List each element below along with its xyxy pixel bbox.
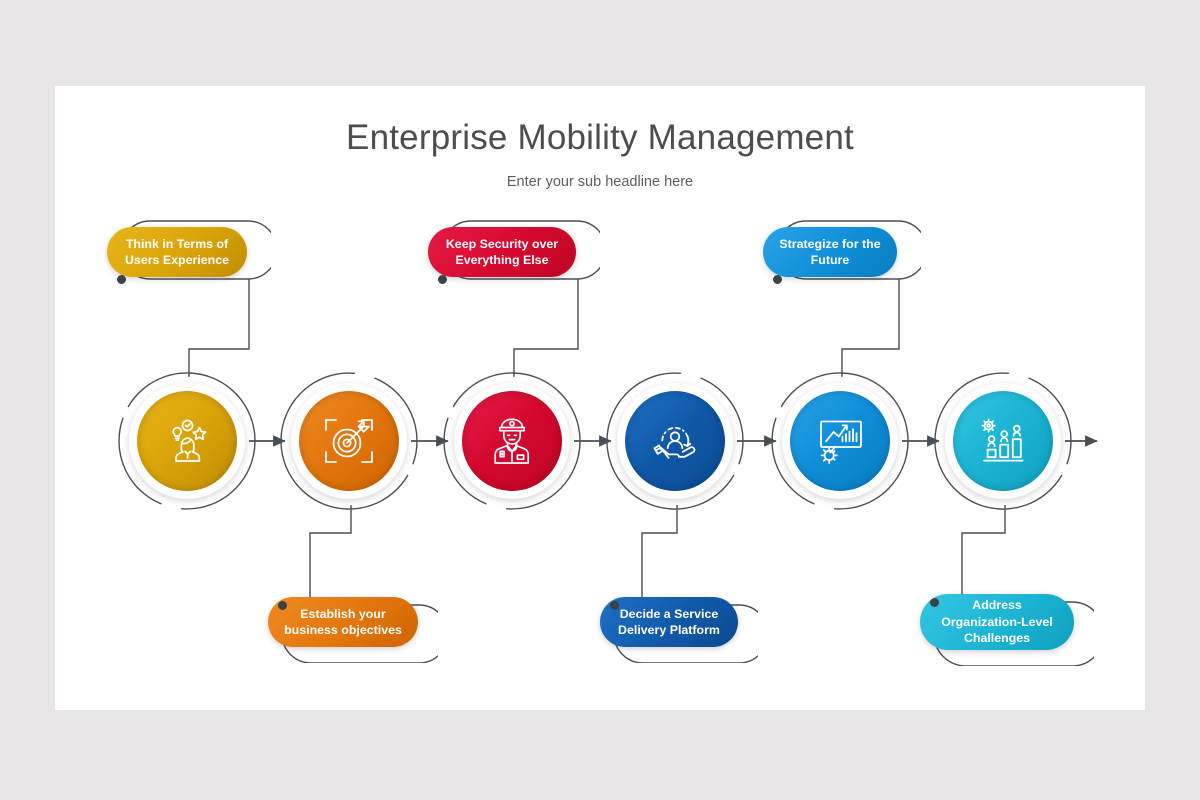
page-title: Enterprise Mobility Management xyxy=(346,118,854,157)
step-circle-disc xyxy=(953,391,1053,491)
step-label-text: Address Organization-Level Challenges xyxy=(941,598,1053,646)
analytics-gear-icon xyxy=(790,391,890,491)
connector-dot xyxy=(772,274,782,284)
step-label-pill[interactable]: Keep Security over Everything Else xyxy=(428,227,576,277)
step-circle-disc xyxy=(462,391,562,491)
step-connector xyxy=(188,279,250,377)
page-subtitle: Enter your sub headline here xyxy=(506,174,694,190)
step-circle-1[interactable] xyxy=(129,383,245,499)
step-connector xyxy=(513,279,579,377)
connector-dot xyxy=(929,597,939,607)
step-connector xyxy=(641,505,678,605)
step-label-pill[interactable]: Establish your business objectives xyxy=(268,597,418,647)
step-circle-disc xyxy=(790,391,890,491)
target-focus-icon xyxy=(299,391,399,491)
step-label-text: Decide a Service Delivery Platform xyxy=(618,606,720,637)
connector-dot xyxy=(277,600,287,610)
step-label-pill[interactable]: Strategize for the Future xyxy=(763,227,897,277)
growth-people-chart-icon xyxy=(953,391,1053,491)
step-label-1[interactable]: Think in Terms of Users Experience xyxy=(107,219,271,291)
step-label-2[interactable]: Establish your business objectives xyxy=(264,591,438,663)
step-circle-6[interactable] xyxy=(945,383,1061,499)
service-delivery-icon xyxy=(625,391,725,491)
step-label-text: Keep Security over Everything Else xyxy=(445,236,559,267)
step-connector xyxy=(309,505,352,605)
step-circle-3[interactable] xyxy=(454,383,570,499)
step-label-text: Strategize for the Future xyxy=(779,236,881,267)
step-circle-2[interactable] xyxy=(291,383,407,499)
step-circle-5[interactable] xyxy=(782,383,898,499)
step-label-text: Think in Terms of Users Experience xyxy=(124,236,229,267)
step-label-pill[interactable]: Decide a Service Delivery Platform xyxy=(600,597,738,647)
step-label-3[interactable]: Keep Security over Everything Else xyxy=(428,219,600,291)
step-label-4[interactable]: Decide a Service Delivery Platform xyxy=(596,591,758,663)
connector-dot xyxy=(437,274,447,284)
connector-dot xyxy=(609,600,619,610)
step-label-text: Establish your business objectives xyxy=(284,606,402,637)
step-connector xyxy=(841,279,900,377)
step-label-pill[interactable]: Think in Terms of Users Experience xyxy=(107,227,247,277)
step-circle-4[interactable] xyxy=(617,383,733,499)
step-label-5[interactable]: Strategize for the Future xyxy=(763,219,921,291)
connector-dot xyxy=(116,274,126,284)
user-experience-icon xyxy=(137,391,237,491)
step-label-6[interactable]: Address Organization-Level Challenges xyxy=(916,588,1094,666)
step-circle-disc xyxy=(137,391,237,491)
step-label-pill[interactable]: Address Organization-Level Challenges xyxy=(920,594,1074,650)
security-guard-icon xyxy=(462,391,562,491)
